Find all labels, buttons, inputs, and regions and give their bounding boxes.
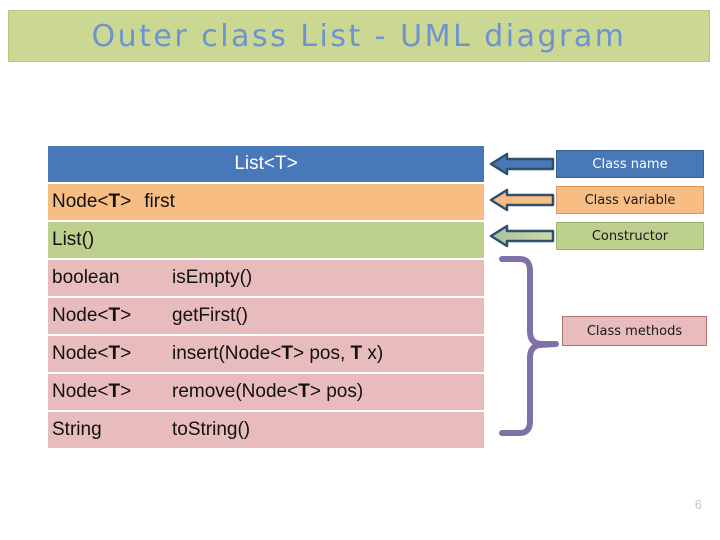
variable-name: first bbox=[144, 191, 175, 212]
page-title: Outer class List - UML diagram bbox=[91, 18, 627, 54]
uml-class-variable-row: Node<T> first bbox=[48, 184, 484, 220]
method-return-type: boolean bbox=[52, 267, 120, 288]
method-return-type: String bbox=[52, 419, 102, 440]
method-signature: insert(Node<T> pos, T x) bbox=[172, 343, 384, 364]
uml-constructor-row: List() bbox=[48, 222, 484, 258]
left-arrow-icon-constructor bbox=[489, 224, 555, 248]
uml-method-row: Node<T> insert(Node<T> pos, T x) bbox=[48, 336, 484, 372]
legend-class-name: Class name bbox=[556, 150, 704, 178]
uml-method-row: String toString() bbox=[48, 412, 484, 448]
method-return-type: Node<T> bbox=[52, 381, 132, 402]
uml-class-box: List<T> Node<T> first List() boolean isE… bbox=[48, 146, 484, 450]
method-return-type: Node<T> bbox=[52, 305, 132, 326]
legend-class-name-label: Class name bbox=[592, 156, 668, 172]
left-arrow-icon-class-name bbox=[489, 152, 555, 176]
variable-type: Node<T> bbox=[52, 191, 132, 212]
method-return-type: Node<T> bbox=[52, 343, 132, 364]
uml-class-name-row: List<T> bbox=[48, 146, 484, 182]
method-signature: getFirst() bbox=[172, 305, 248, 326]
constructor-signature: List() bbox=[52, 229, 95, 250]
slide-title-banner: Outer class List - UML diagram bbox=[8, 10, 710, 62]
methods-curly-brace bbox=[499, 256, 559, 436]
method-signature: toString() bbox=[172, 419, 251, 440]
method-signature: remove(Node<T> pos) bbox=[172, 381, 364, 402]
uml-method-row: Node<T> remove(Node<T> pos) bbox=[48, 374, 484, 410]
uml-class-name-text: List<T> bbox=[234, 153, 298, 174]
page-number: 6 bbox=[694, 497, 702, 512]
uml-method-row: boolean isEmpty() bbox=[48, 260, 484, 296]
left-arrow-icon-class-variable bbox=[489, 188, 555, 212]
legend-class-methods: Class methods bbox=[562, 316, 707, 346]
legend-constructor: Constructor bbox=[556, 222, 704, 250]
legend-class-variable-label: Class variable bbox=[584, 192, 676, 208]
legend-constructor-label: Constructor bbox=[591, 228, 669, 244]
method-signature: isEmpty() bbox=[172, 267, 253, 288]
uml-method-row: Node<T> getFirst() bbox=[48, 298, 484, 334]
legend-class-variable: Class variable bbox=[556, 186, 704, 214]
legend-class-methods-label: Class methods bbox=[586, 323, 683, 339]
